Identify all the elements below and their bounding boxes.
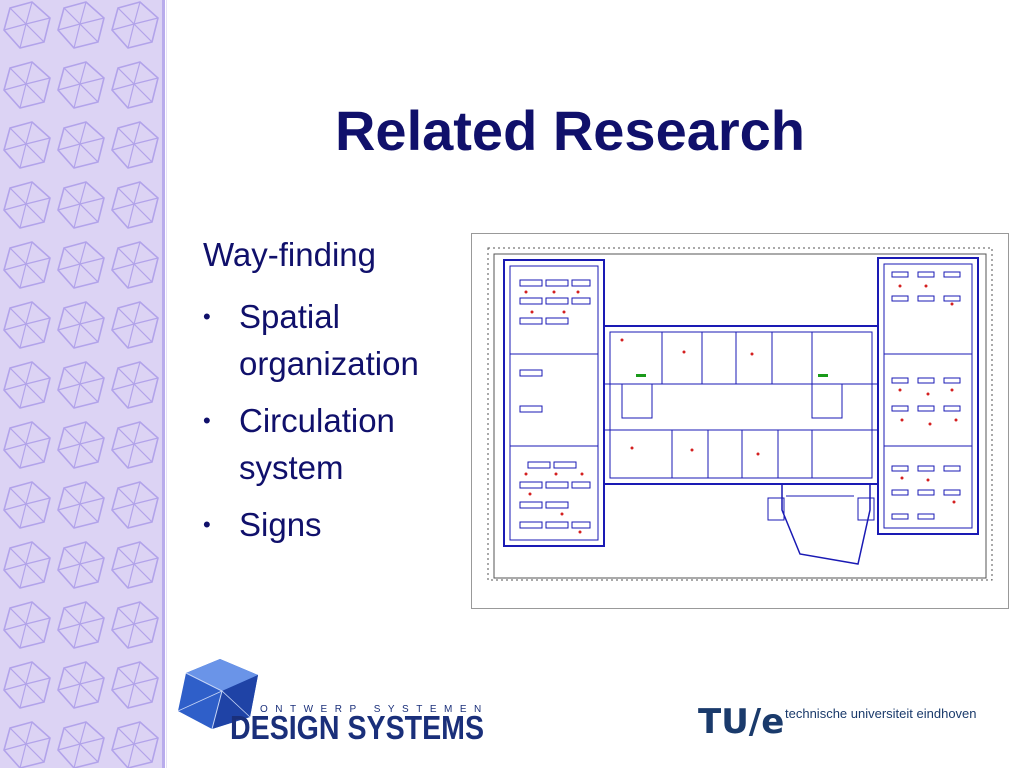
tue-name: technische universiteit eindhoven: [785, 706, 977, 721]
decorative-sidebar: [0, 0, 162, 768]
floor-plan-drawing: [487, 247, 993, 581]
bullet-item: •Signs: [202, 501, 472, 548]
slide-title: Related Research: [334, 99, 805, 162]
tue-logo: TU/e: [698, 702, 784, 742]
bullet-item: •Circulation system: [202, 397, 472, 491]
bullet-item: •Spatial organization: [202, 293, 472, 387]
design-systems-logo: ONTWERP SYSTEMEN DESIGN SYSTEMS: [172, 655, 492, 747]
bullet-dot-icon: •: [203, 408, 211, 433]
sidebar-pattern: [0, 0, 162, 768]
intro-text: Way-finding: [203, 236, 377, 273]
bullet-dot-icon: •: [203, 512, 211, 537]
sidebar-edge: [162, 0, 165, 768]
sidebar-edge-highlight: [166, 0, 167, 768]
design-systems-subtitle: ONTWERP SYSTEMEN: [260, 704, 489, 715]
floor-plan-image: [471, 233, 1009, 609]
bullet-dot-icon: •: [203, 304, 211, 329]
tue-mark: TU/e: [698, 702, 785, 742]
design-systems-cube-icon: ONTWERP SYSTEMEN DESIGN SYSTEMS: [177, 659, 489, 746]
bullet-list: •Spatial organization •Circulation syste…: [202, 293, 472, 558]
design-systems-wordmark: DESIGN SYSTEMS: [230, 709, 484, 746]
